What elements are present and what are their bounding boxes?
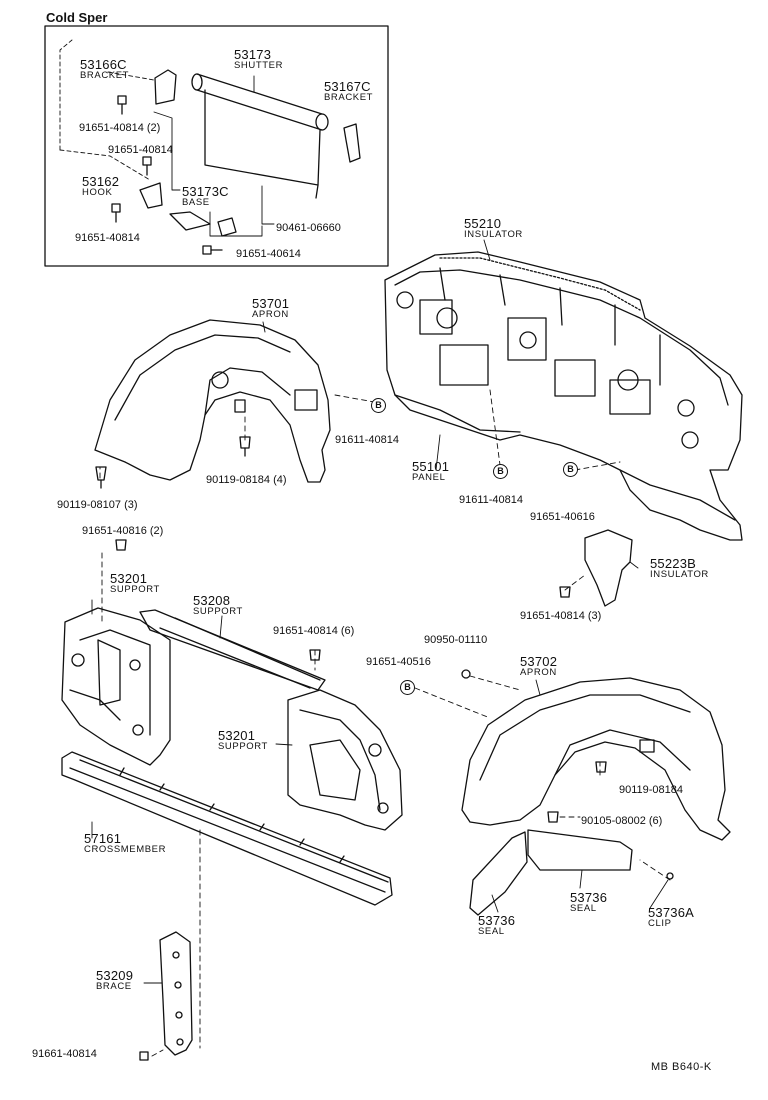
reference-marker-b: B	[493, 464, 508, 479]
apron-53701-drawing	[94, 319, 331, 483]
alignment-lines	[99, 389, 671, 1057]
fastener-label: 90950-01110	[424, 634, 488, 646]
fastener-label: 91651-40814 (6)	[273, 625, 355, 637]
fastener-label: 91651-40516	[366, 656, 431, 668]
fastener-label: 90461-06660	[276, 222, 341, 234]
reference-marker-b: B	[563, 462, 578, 477]
support-53208-drawing	[139, 609, 326, 691]
fastener-label: 90119-08107 (3)	[57, 499, 138, 511]
fastener-drawings	[95, 436, 674, 1061]
label-leaders	[91, 75, 669, 984]
inset-leader-lines	[59, 39, 275, 237]
inset-title: Cold Sper	[46, 10, 108, 25]
support-53201-right-drawing	[287, 689, 403, 831]
crossmember-57161-drawing	[61, 751, 393, 906]
fastener-label: 91611-40814	[335, 434, 400, 446]
fastener-label: 90119-08184 (4)	[206, 474, 287, 486]
fastener-label: 91651-40814	[108, 144, 173, 156]
seal-left-drawing	[469, 831, 528, 916]
insulator-55223b-drawing	[584, 529, 633, 607]
fastener-label: 91651-40814 (3)	[520, 610, 602, 622]
fastener-label: 91661-40814	[32, 1048, 97, 1060]
diagram-code: MB B640-K	[651, 1061, 712, 1073]
reference-marker-b: B	[400, 680, 415, 695]
fastener-label: 90119-08184	[619, 784, 684, 796]
inset-bolts	[111, 95, 223, 255]
fastener-label: 91651-40616	[530, 511, 595, 523]
fastener-label: 91611-40814	[459, 494, 524, 506]
support-53201-left-drawing	[61, 607, 171, 766]
seal-right-drawing	[527, 829, 633, 871]
fastener-label: 90105-08002 (6)	[581, 815, 663, 827]
fastener-label: 91651-40814 (2)	[79, 122, 161, 134]
fastener-label: 91651-40816 (2)	[82, 525, 164, 537]
inset-frame	[44, 25, 389, 267]
shutter-drawing	[191, 73, 329, 199]
dash-panel-drawing	[384, 251, 743, 541]
fastener-label: 91651-40814	[75, 232, 140, 244]
inset-brackets	[139, 69, 361, 237]
apron-53702-drawing	[461, 677, 731, 841]
fastener-label: 91651-40614	[236, 248, 301, 260]
reference-marker-b: B	[371, 398, 386, 413]
brace-53209-drawing	[159, 931, 193, 1056]
